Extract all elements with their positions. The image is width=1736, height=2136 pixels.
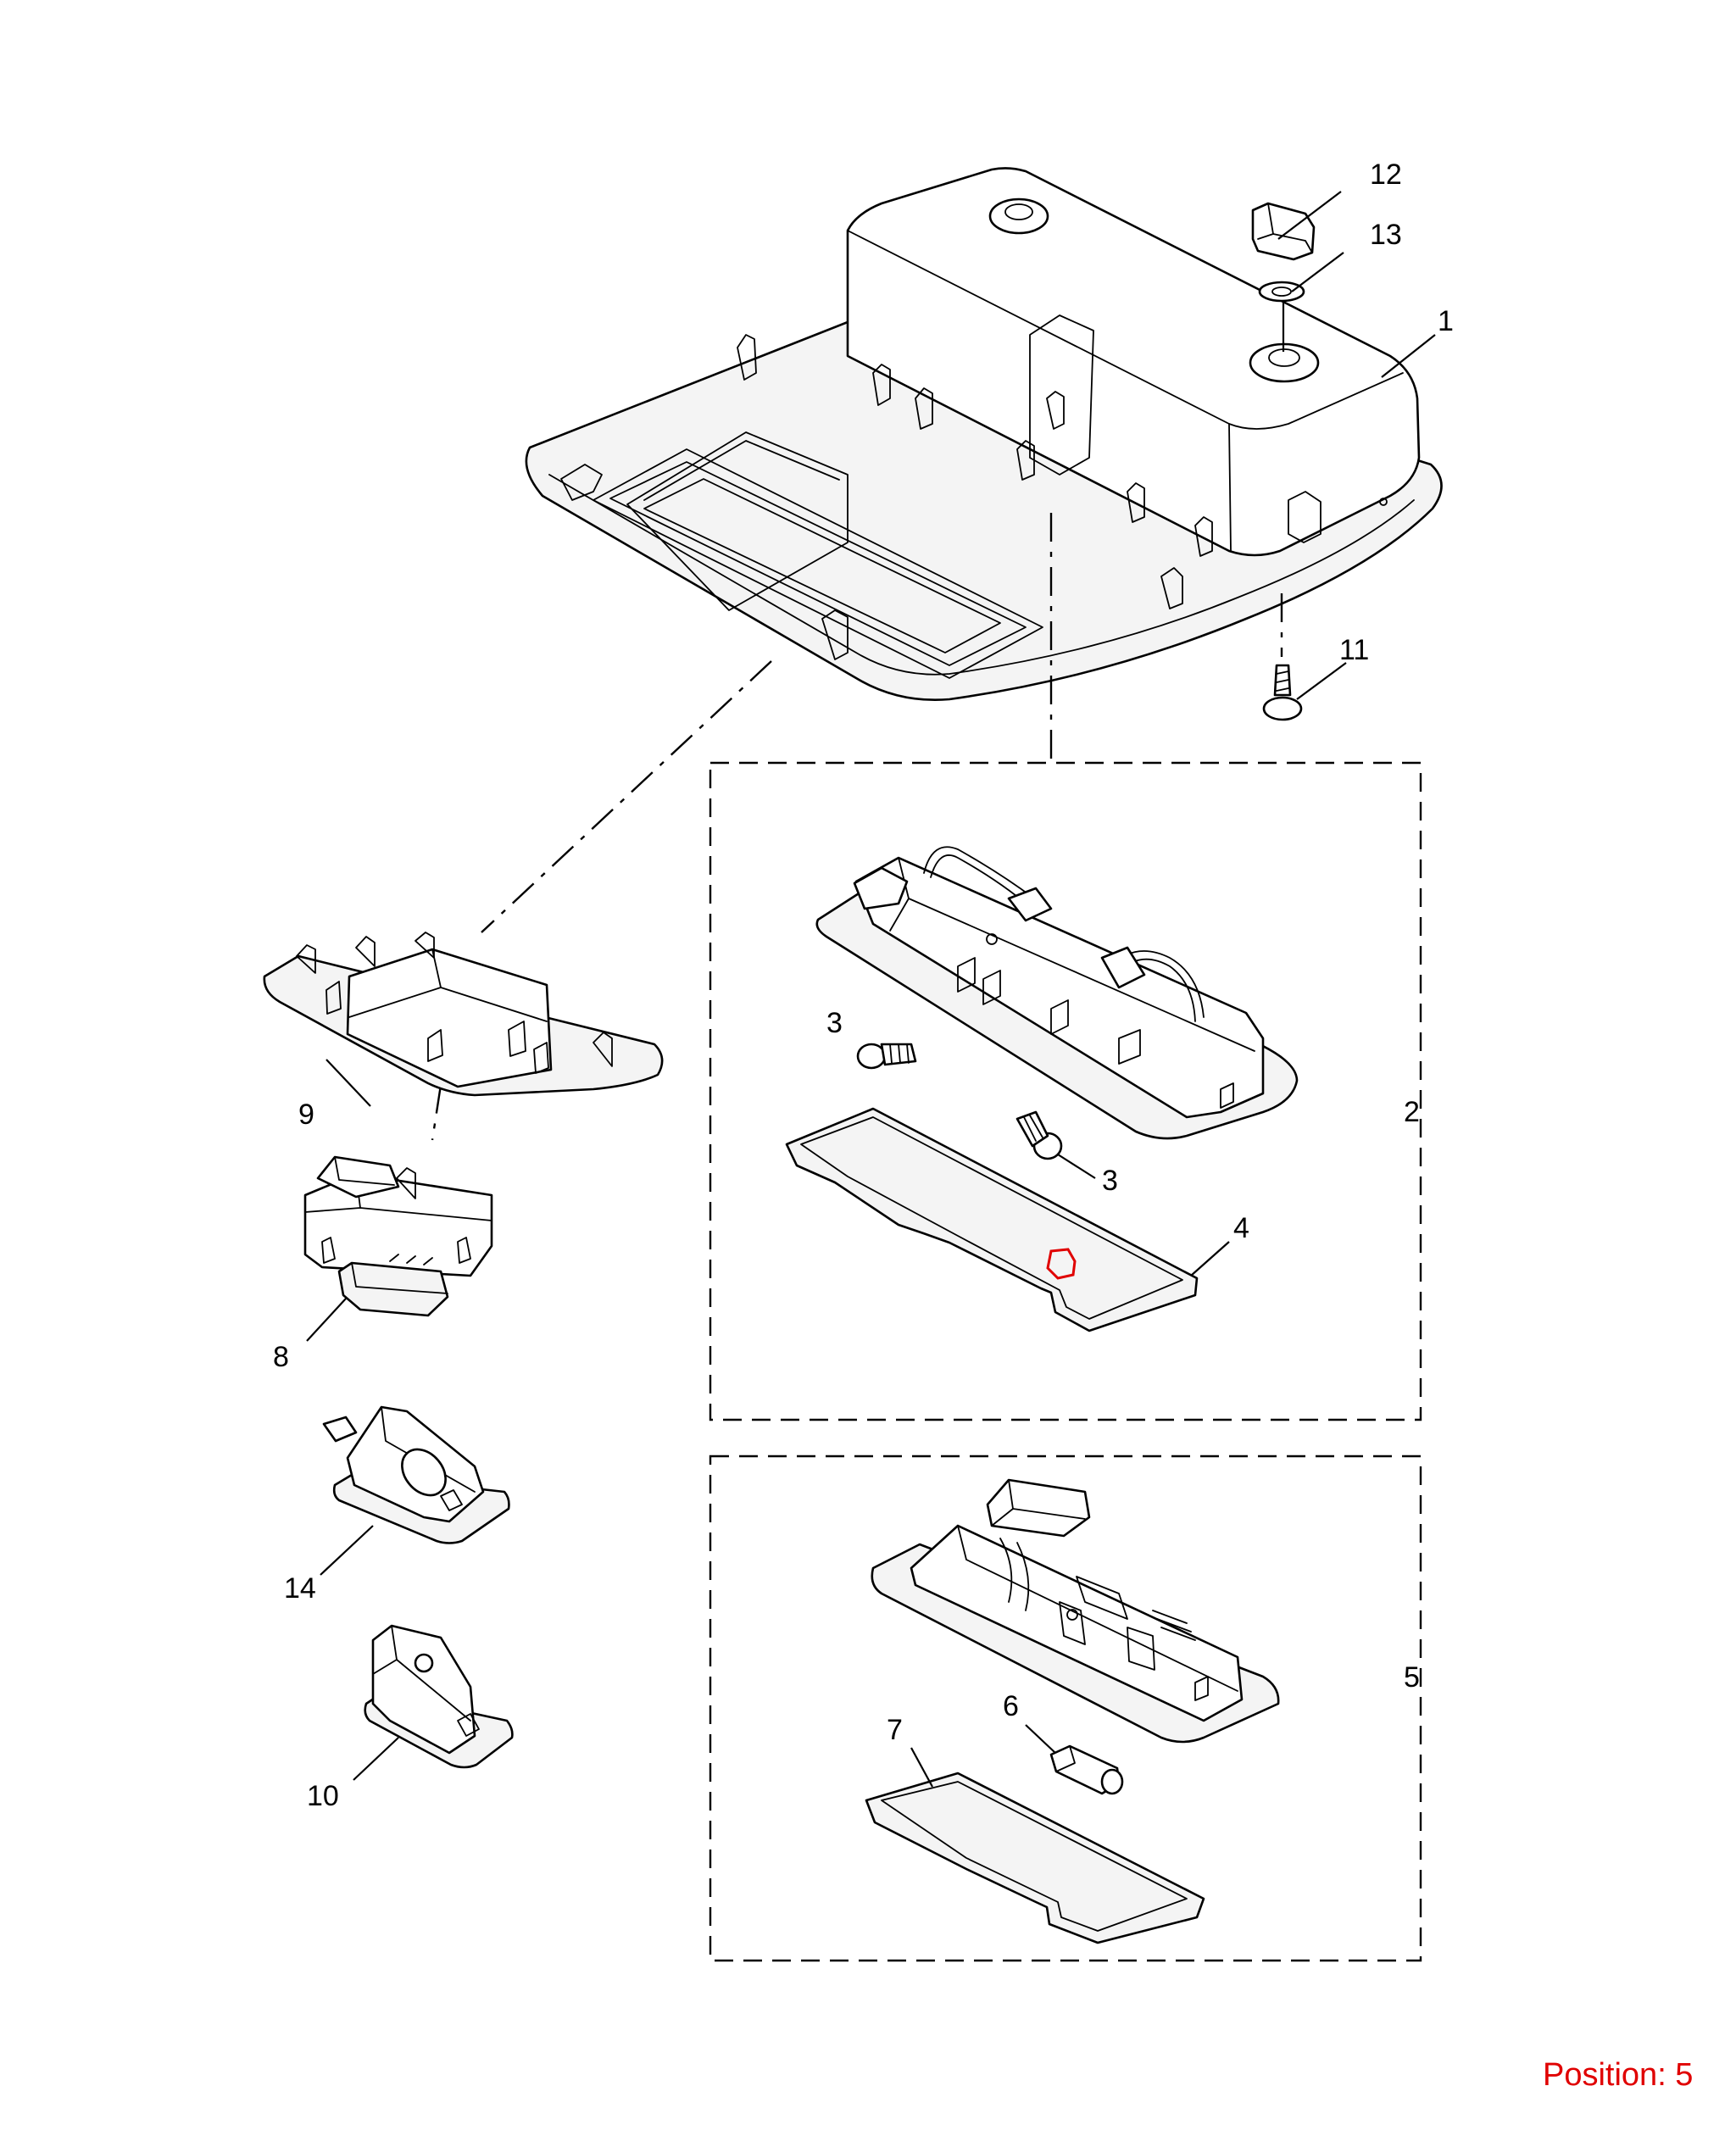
leader-8 [306, 1298, 347, 1342]
callout-3-upper: 3 [826, 1007, 843, 1039]
highlight-marker [1046, 1248, 1077, 1280]
callout-4: 4 [1233, 1212, 1249, 1244]
position-readout: Position: 5 [1543, 2057, 1694, 2093]
leader-13 [1291, 252, 1344, 292]
leader-12 [1277, 191, 1342, 240]
callout-2: 2 [1404, 1096, 1420, 1128]
callout-6: 6 [1003, 1690, 1019, 1722]
part-5-dome-light-assembly[interactable] [871, 1478, 1280, 1744]
callout-7: 7 [887, 1714, 903, 1746]
callout-1: 1 [1438, 305, 1454, 337]
part-1-console-housing[interactable] [525, 167, 1443, 701]
boss-left [988, 197, 1049, 235]
leader-10 [353, 1737, 399, 1781]
part-10-small-lamp[interactable] [364, 1624, 514, 1769]
part-13-washer[interactable] [1258, 281, 1305, 303]
part-2-map-light-assembly[interactable] [815, 846, 1299, 1140]
callout-10: 10 [307, 1780, 339, 1812]
callout-11: 11 [1339, 634, 1369, 666]
part-12-clip-nut[interactable] [1251, 202, 1316, 261]
part-9-bezel[interactable] [263, 932, 664, 1097]
part-3-bulb-b[interactable] [1015, 1110, 1063, 1160]
leader-11 [1296, 662, 1347, 700]
leader-14 [320, 1525, 374, 1576]
callout-9: 9 [298, 1099, 314, 1131]
leader-9 [326, 1059, 371, 1107]
part-6-festoon-bulb[interactable] [1049, 1744, 1124, 1795]
part-11-screw[interactable] [1262, 593, 1303, 721]
leader-7 [910, 1747, 933, 1788]
callout-13: 13 [1370, 219, 1402, 251]
leader-1 [1381, 334, 1436, 378]
part-3-bulb-a[interactable] [856, 1043, 917, 1070]
callout-12: 12 [1370, 159, 1402, 191]
leader-4 [1190, 1241, 1230, 1277]
leader-6 [1025, 1724, 1056, 1754]
part-7-dome-lens[interactable] [865, 1772, 1205, 1944]
part-4-lens[interactable] [785, 1107, 1199, 1332]
callout-14: 14 [284, 1572, 316, 1605]
callout-5: 5 [1404, 1661, 1420, 1694]
leader-3b [1057, 1154, 1096, 1179]
part9-part8-axis [431, 1084, 442, 1141]
callout-8: 8 [273, 1341, 289, 1373]
callout-3-lower: 3 [1102, 1165, 1118, 1197]
group-2-boundary [709, 761, 1422, 1421]
group-5-boundary [709, 1455, 1422, 1962]
part-14-courtesy-lamp[interactable] [322, 1405, 510, 1544]
diagonal-axis-line [481, 660, 772, 933]
part-8-switch-module[interactable] [303, 1155, 493, 1317]
